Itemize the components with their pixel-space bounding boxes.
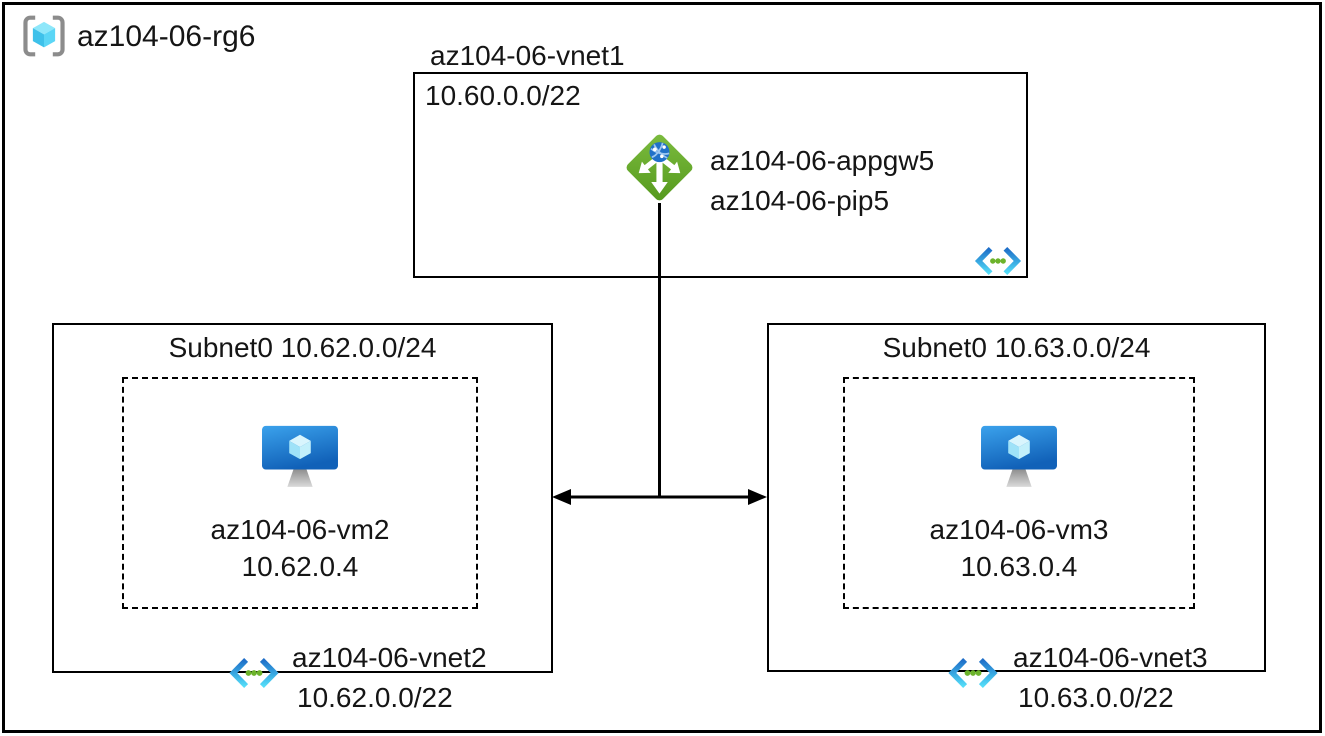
right-vnet-cidr: 10.63.0.0/22 [1018,682,1174,713]
right-subnet-title: Subnet0 10.63.0.0/24 [882,332,1151,363]
right-vm-icon [979,424,1059,492]
resource-group-icon [20,14,68,58]
resource-group-name: az104-06-rg6 [77,20,256,53]
left-subnet-title: Subnet0 10.62.0.0/24 [168,332,437,363]
left-vm-ip: 10.62.0.4 [241,551,359,582]
vnet1-virtual-network-icon [973,246,1023,276]
vnet1-title: az104-06-vnet1 [430,40,625,71]
left-vm-name: az104-06-vm2 [210,514,390,545]
right-vm-name: az104-06-vm3 [929,514,1109,545]
appgw-labels: az104-06-appgw5 az104-06-pip5 [710,141,934,221]
right-virtual-network-icon [947,657,999,689]
left-subnet-dashed-box [122,377,478,609]
vnet1-cidr: 10.60.0.0/22 [425,80,581,111]
right-vm-ip: 10.63.0.4 [960,551,1078,582]
vnet1-box [413,72,1028,278]
right-vnet-name: az104-06-vnet3 [1013,642,1208,673]
appgw-public-ip: az104-06-pip5 [710,185,890,216]
application-gateway-icon [621,129,698,206]
left-vnet-cidr: 10.62.0.0/22 [297,682,453,713]
left-vnet-name: az104-06-vnet2 [292,642,487,673]
appgw-name: az104-06-appgw5 [710,145,935,176]
left-vm-icon [260,424,340,492]
left-vnet-box [52,323,553,673]
right-vnet-box [767,323,1266,672]
right-subnet-dashed-box [843,377,1195,609]
left-virtual-network-icon [228,657,280,689]
